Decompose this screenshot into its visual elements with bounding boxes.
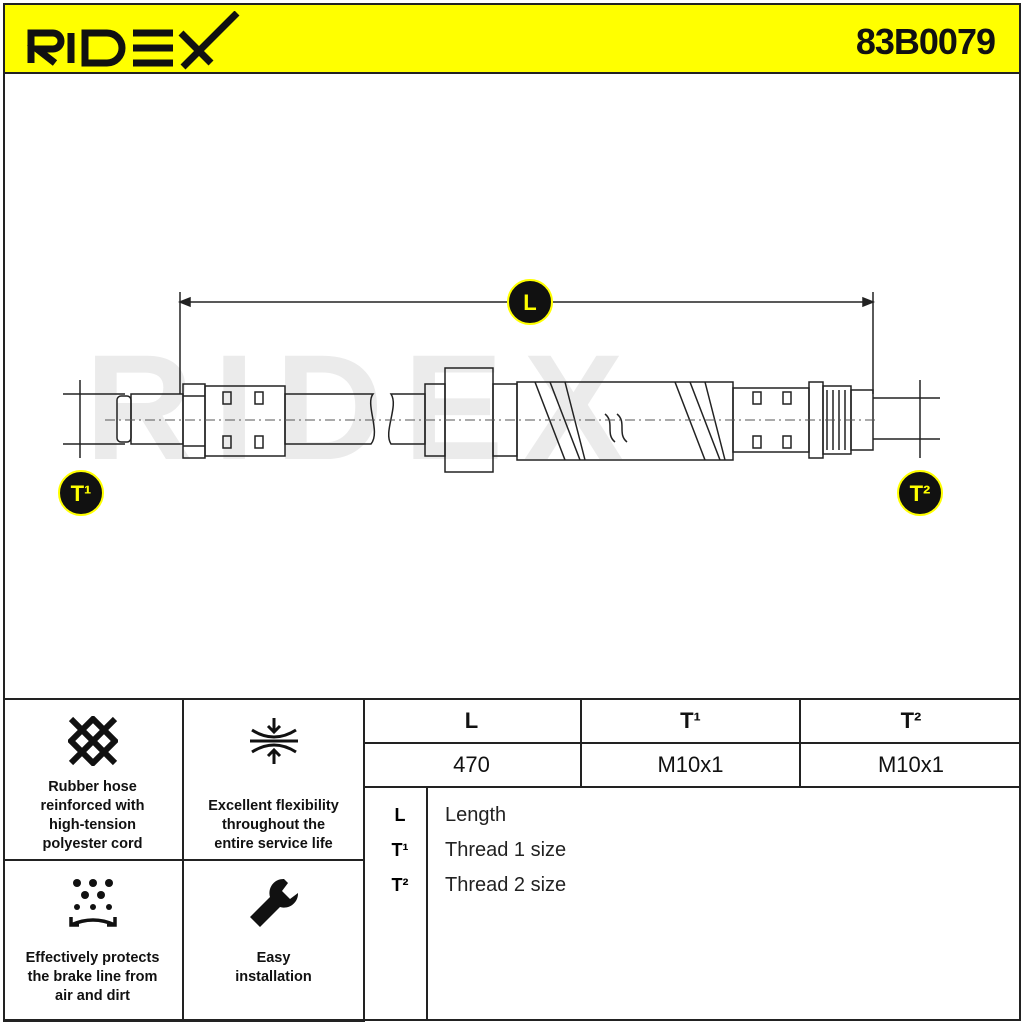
dim-L: L — [523, 290, 536, 315]
legend-key: T¹ — [391, 840, 409, 860]
legend-key: L — [394, 805, 406, 825]
spec-header-T2: T² — [801, 700, 1021, 744]
legend-label: Thread 1 size — [445, 839, 567, 861]
spec-header-T1: T¹ — [582, 700, 801, 744]
watermark: RIDEX — [85, 323, 643, 491]
spec-value-T1: M10x1 — [582, 744, 801, 788]
part-number: 83B0079 — [855, 21, 996, 62]
header: 83B0079 — [3, 3, 1021, 74]
spec-value-T2: M10x1 — [801, 744, 1021, 788]
legend-key: T² — [391, 875, 409, 895]
legend-label: Thread 2 size — [445, 874, 567, 896]
spec-header-L: L — [363, 700, 582, 744]
dim-T1: T¹ — [71, 481, 92, 506]
mesh-icon — [67, 716, 118, 766]
wrench-icon — [249, 878, 298, 927]
legend: L Length T¹ Thread 1 size T² Thread 2 si… — [363, 786, 1021, 1021]
spec-value-L: 470 — [363, 744, 582, 788]
legend-label: Length — [445, 804, 507, 826]
flexibility-icon — [249, 718, 298, 764]
dim-T2: T² — [910, 481, 931, 506]
protection-icon — [68, 879, 117, 927]
spec-table: L T¹ T² 470 M10x1 M10x1 — [363, 698, 1021, 788]
hose-drawing: RIDEX — [5, 74, 1019, 698]
brand-logo — [26, 10, 247, 76]
